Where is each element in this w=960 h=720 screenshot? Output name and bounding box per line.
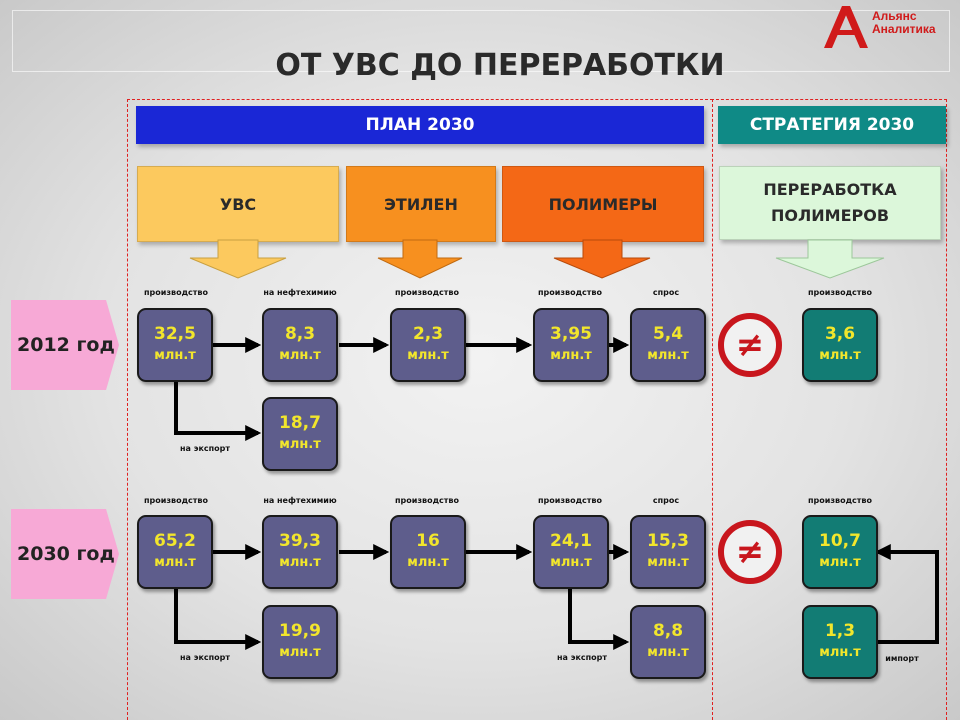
box-2030-uvs-production: 65,2 млн.т bbox=[137, 515, 213, 589]
box-unit: млн.т bbox=[550, 555, 592, 570]
polymers-down-arrow bbox=[553, 239, 651, 279]
not-equal-icon: ≠ bbox=[718, 520, 782, 584]
box-value: 32,5 bbox=[154, 324, 196, 344]
strategy-band: СТРАТЕГИЯ 2030 bbox=[718, 106, 946, 144]
box-value: 16 bbox=[416, 531, 440, 551]
box-2030-ethylene-production: 16 млн.т bbox=[390, 515, 466, 589]
box-2012-uvs-production: 32,5 млн.т bbox=[137, 308, 213, 382]
box-unit: млн.т bbox=[154, 348, 196, 363]
box-2012-processing-production: 3,6 млн.т bbox=[802, 308, 878, 382]
box-value: 15,3 bbox=[647, 531, 689, 551]
label-production: производство bbox=[144, 288, 208, 297]
box-2030-polymers-production: 24,1 млн.т bbox=[533, 515, 609, 589]
label-production: производство bbox=[808, 288, 872, 297]
box-unit: млн.т bbox=[279, 437, 321, 452]
box-2030-uvs-to-petrochem: 39,3 млн.т bbox=[262, 515, 338, 589]
box-2012-polymers-demand: 5,4 млн.т bbox=[630, 308, 706, 382]
box-value: 8,8 bbox=[652, 621, 684, 641]
box-value: 19,9 bbox=[279, 621, 321, 641]
box-unit: млн.т bbox=[647, 555, 689, 570]
header-arrows bbox=[189, 239, 885, 279]
box-value: 3,6 bbox=[824, 324, 856, 344]
box-value: 10,7 bbox=[819, 531, 861, 551]
box-value: 1,3 bbox=[824, 621, 856, 641]
box-unit: млн.т bbox=[407, 348, 449, 363]
box-2030-polymers-demand: 15,3 млн.т bbox=[630, 515, 706, 589]
label-export: на экспорт bbox=[179, 444, 231, 453]
box-unit: млн.т bbox=[407, 555, 449, 570]
strategy-section-border bbox=[711, 99, 947, 720]
logo-text-line2: Аналитика bbox=[872, 22, 936, 36]
ethylene-down-arrow bbox=[377, 239, 463, 279]
box-value: 8,3 bbox=[284, 324, 316, 344]
box-unit: млн.т bbox=[279, 645, 321, 660]
box-2030-polymers-export: 8,8 млн.т bbox=[630, 605, 706, 679]
box-unit: млн.т bbox=[819, 555, 861, 570]
box-2012-uvs-to-petrochem: 8,3 млн.т bbox=[262, 308, 338, 382]
label-demand: спрос bbox=[652, 496, 680, 505]
page-title: ОТ УВС ДО ПЕРЕРАБОТКИ bbox=[275, 48, 725, 83]
box-value: 5,4 bbox=[652, 324, 684, 344]
not-equal-icon: ≠ bbox=[718, 313, 782, 377]
polymers-header: ПОЛИМЕРЫ bbox=[502, 166, 704, 242]
processing-down-arrow bbox=[775, 239, 885, 279]
box-unit: млн.т bbox=[279, 348, 321, 363]
label-production: производство bbox=[144, 496, 208, 505]
box-value: 3,95 bbox=[550, 324, 592, 344]
label-export: на экспорт bbox=[179, 653, 231, 662]
box-unit: млн.т bbox=[154, 555, 196, 570]
box-value: 24,1 bbox=[550, 531, 592, 551]
label-production: производство bbox=[395, 496, 459, 505]
plan-section-border bbox=[127, 99, 713, 720]
label-production: производство bbox=[808, 496, 872, 505]
box-unit: млн.т bbox=[647, 348, 689, 363]
box-unit: млн.т bbox=[279, 555, 321, 570]
box-value: 18,7 bbox=[279, 413, 321, 433]
label-production: производство bbox=[538, 288, 602, 297]
logo: Альянс Аналитика bbox=[818, 2, 958, 50]
plan-band: ПЛАН 2030 bbox=[136, 106, 704, 144]
label-production: производство bbox=[395, 288, 459, 297]
label-export: на экспорт bbox=[556, 653, 608, 662]
header-frame bbox=[12, 10, 950, 72]
box-unit: млн.т bbox=[819, 645, 861, 660]
ethylene-header: ЭТИЛЕН bbox=[346, 166, 496, 242]
label-production: производство bbox=[538, 496, 602, 505]
box-value: 65,2 bbox=[154, 531, 196, 551]
processing-header: ПЕРЕРАБОТКА ПОЛИМЕРОВ bbox=[719, 166, 941, 240]
logo-mark-icon bbox=[824, 6, 868, 48]
logo-text-line1: Альянс bbox=[872, 9, 917, 23]
year-tag-2030: 2030 год bbox=[11, 509, 119, 599]
box-2012-polymers-production: 3,95 млн.т bbox=[533, 308, 609, 382]
uvs-down-arrow bbox=[189, 239, 287, 279]
label-import: импорт bbox=[885, 654, 919, 663]
box-2012-uvs-export: 18,7 млн.т bbox=[262, 397, 338, 471]
box-2030-processing-production: 10,7 млн.т bbox=[802, 515, 878, 589]
box-2012-ethylene-production: 2,3 млн.т bbox=[390, 308, 466, 382]
box-2030-processing-import: 1,3 млн.т bbox=[802, 605, 878, 679]
box-value: 2,3 bbox=[412, 324, 444, 344]
label-to-petrochem: на нефтехимию bbox=[263, 288, 337, 297]
box-value: 39,3 bbox=[279, 531, 321, 551]
label-to-petrochem: на нефтехимию bbox=[263, 496, 337, 505]
box-unit: млн.т bbox=[550, 348, 592, 363]
box-2030-uvs-export: 19,9 млн.т bbox=[262, 605, 338, 679]
label-demand: спрос bbox=[652, 288, 680, 297]
box-unit: млн.т bbox=[647, 645, 689, 660]
year-tag-2012: 2012 год bbox=[11, 300, 119, 390]
box-unit: млн.т bbox=[819, 348, 861, 363]
